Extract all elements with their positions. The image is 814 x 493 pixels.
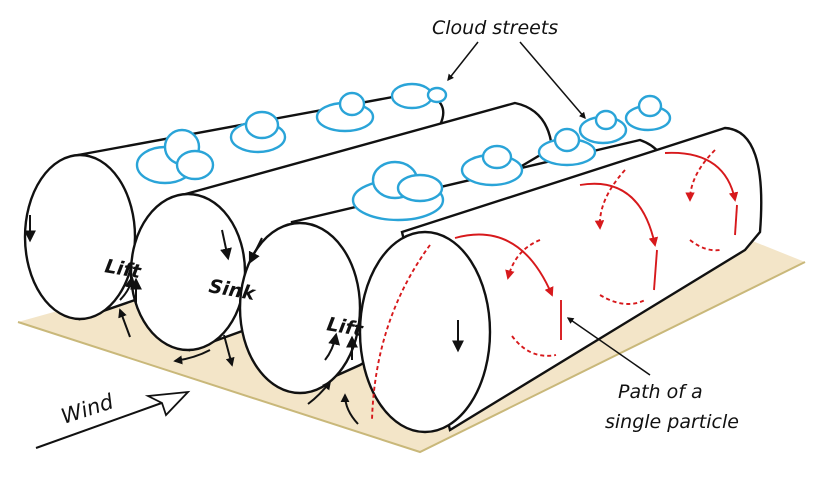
- cloud-2: [229, 110, 287, 154]
- particle-pointer: [566, 317, 651, 376]
- cloud-7: [537, 127, 597, 167]
- particle-label-line2: single particle: [605, 411, 739, 433]
- cloud-streets-label: Cloud streets: [432, 17, 558, 39]
- ground-edge: [17, 261, 806, 454]
- cloud-1: [135, 128, 215, 185]
- cloud-6: [460, 144, 524, 187]
- cloud-streets-pointers: [447, 41, 586, 120]
- cloud-4: [390, 82, 448, 110]
- cloud-8: [578, 109, 628, 145]
- cloud-3: [315, 91, 375, 133]
- cloud-5: [351, 160, 445, 222]
- cloud-9: [624, 94, 672, 132]
- roll-cylinder-4: [358, 126, 763, 434]
- particle-path: [371, 149, 739, 421]
- wind-arrow: [35, 390, 191, 449]
- circulation-arrows: [24, 215, 464, 425]
- particle-label-line1: Path of a: [618, 381, 703, 403]
